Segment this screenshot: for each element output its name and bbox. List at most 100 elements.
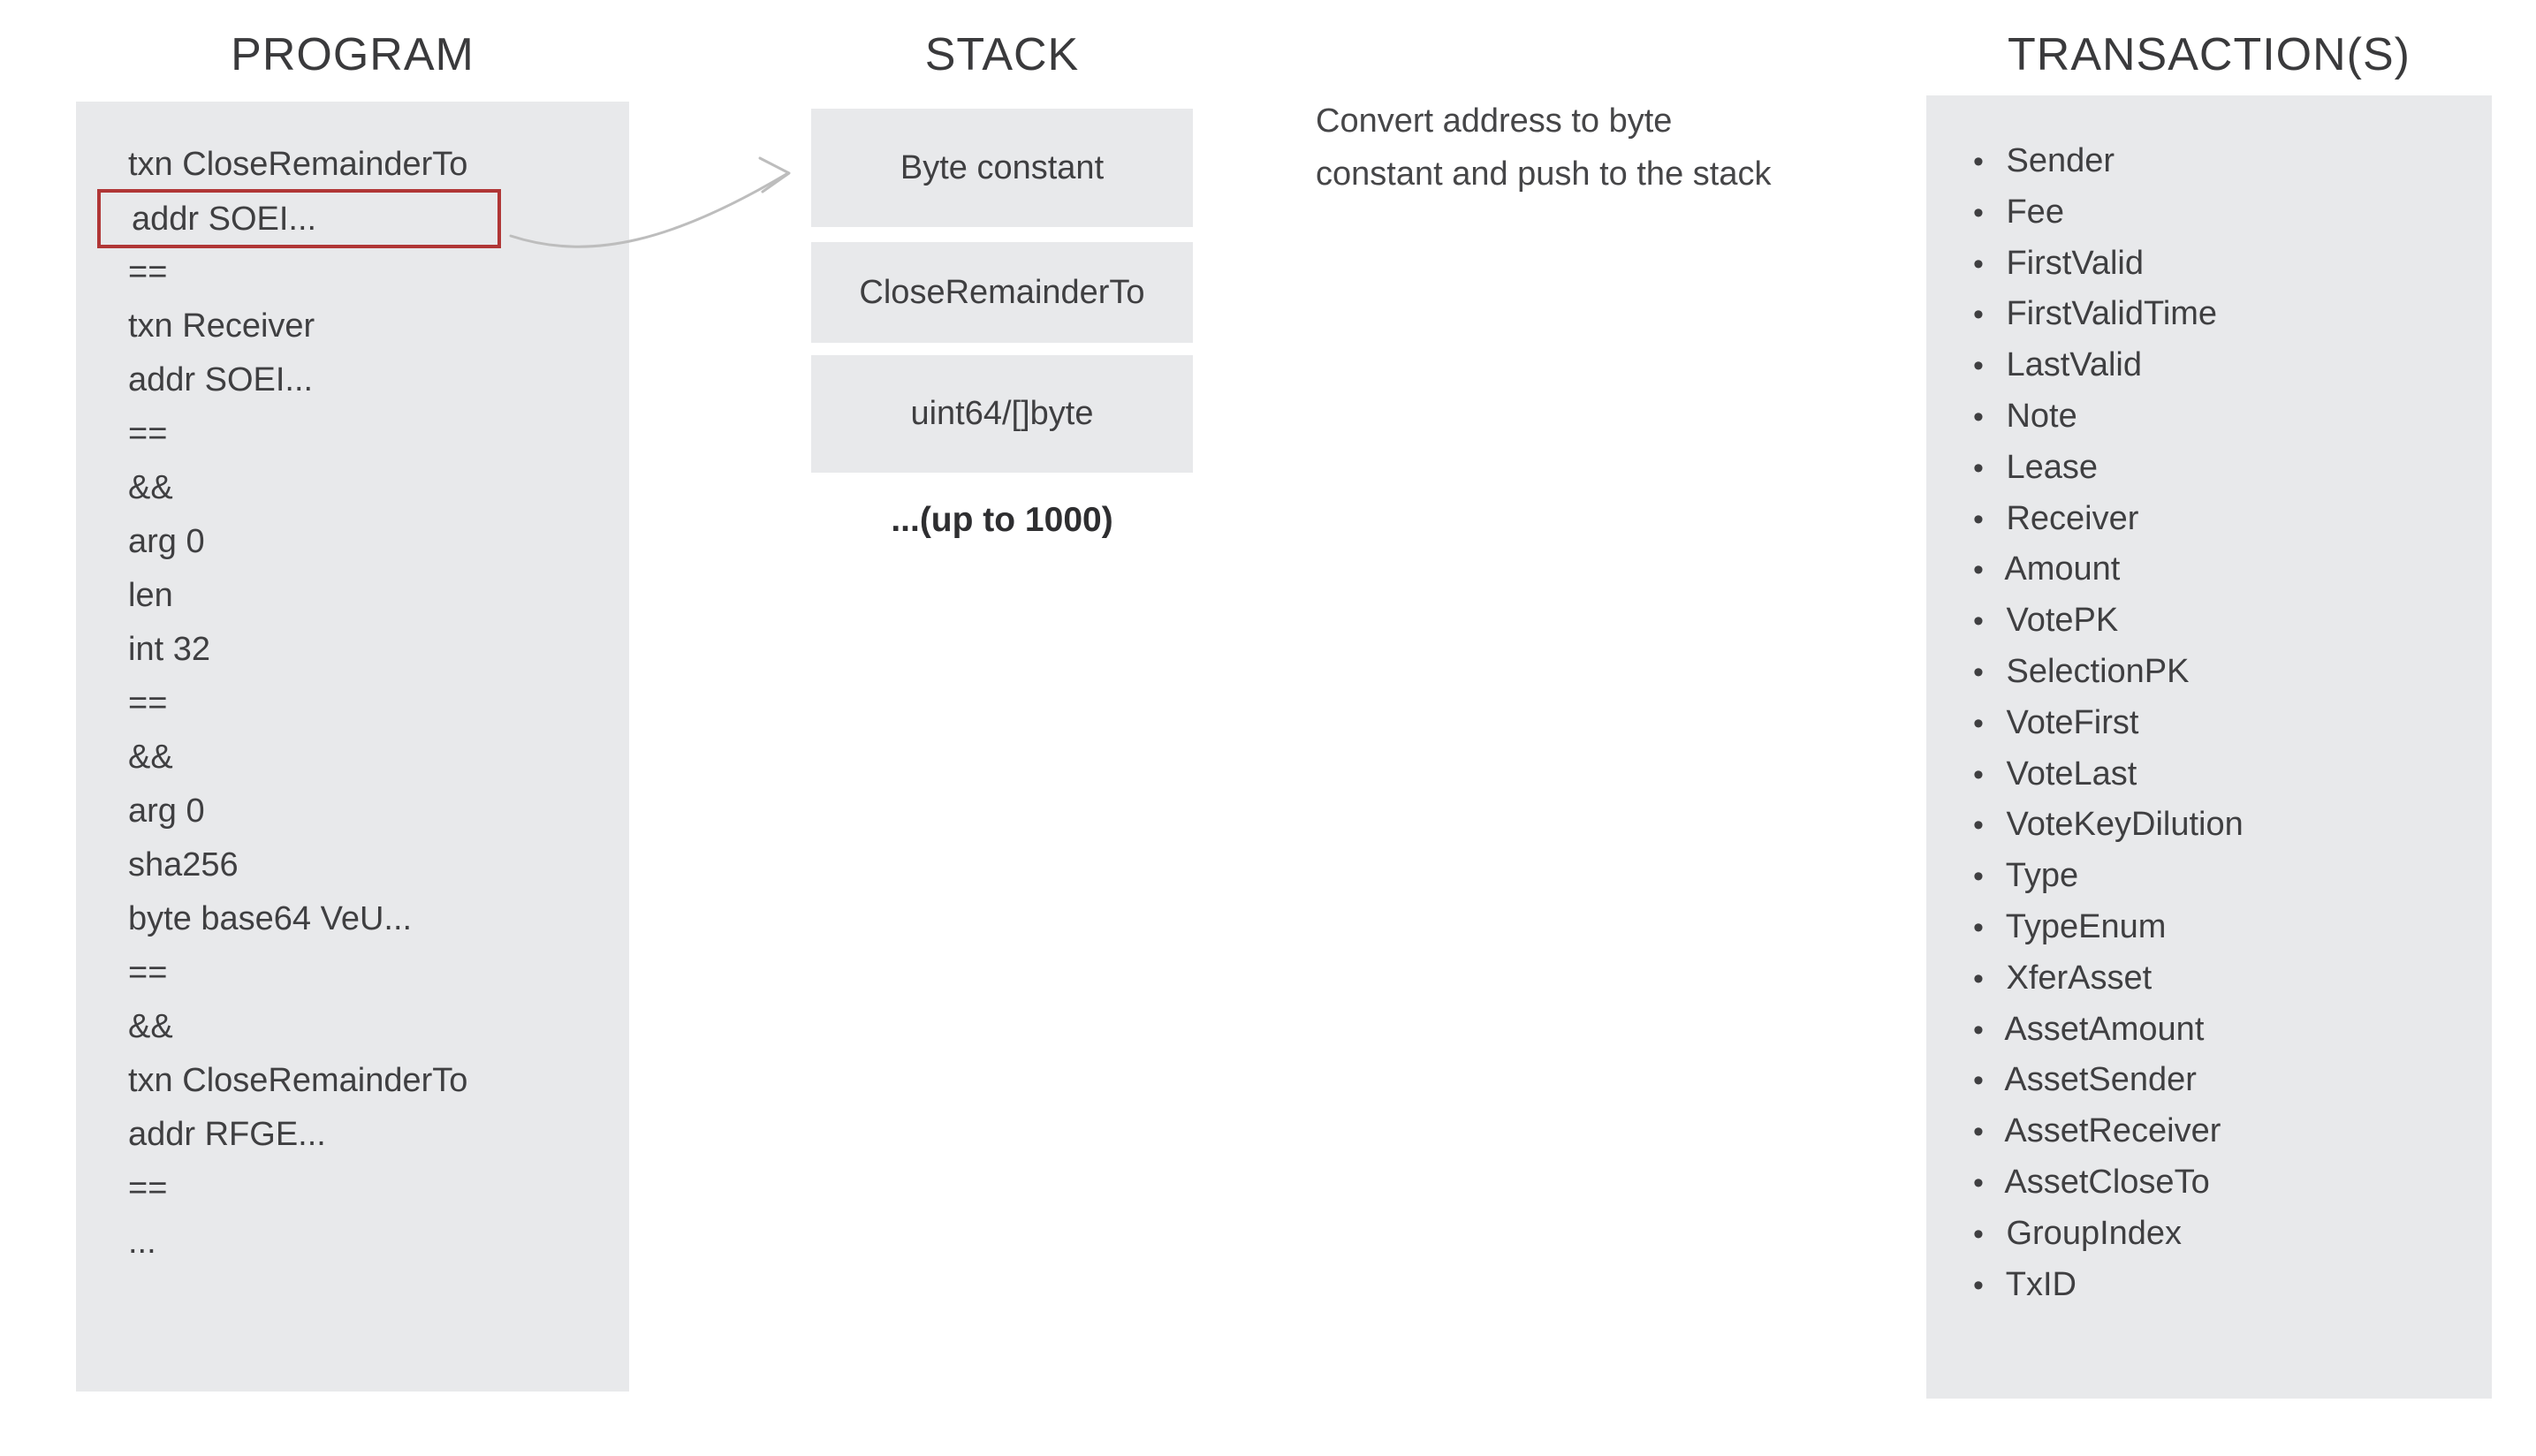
annotation-line-2: constant and push to the stack — [1316, 155, 1772, 193]
transaction-field: • AssetSender — [1973, 1055, 2468, 1106]
bullet-icon: • — [1973, 399, 1984, 434]
program-code-line: && — [128, 739, 173, 776]
transaction-field: • Type — [1973, 851, 2468, 902]
stack-item: uint64/[]byte — [811, 355, 1193, 473]
transaction-field: • Lease — [1973, 443, 2468, 494]
transaction-field: • VoteLast — [1973, 749, 2468, 800]
program-code-line: addr RFGE... — [128, 1116, 326, 1153]
bullet-icon: • — [1973, 349, 1984, 383]
transaction-field: • FirstValidTime — [1973, 289, 2468, 340]
transaction-field-label: AssetCloseTo — [2004, 1163, 2210, 1201]
transaction-field-label: TypeEnum — [2005, 907, 2167, 945]
bullet-icon: • — [1973, 808, 1984, 843]
program-column-title: PROGRAM — [231, 29, 475, 80]
transaction-field: • XferAsset — [1973, 953, 2468, 1005]
transaction-field-label: VotePK — [2006, 602, 2119, 640]
program-code-line: addr SOEI... — [128, 361, 314, 398]
bullet-icon: • — [1973, 246, 1984, 281]
stack-capacity-note: ...(up to 1000) — [891, 501, 1113, 539]
transaction-field: • Receiver — [1973, 494, 2468, 545]
transaction-field: • FirstValid — [1973, 239, 2468, 290]
transaction-field-label: XferAsset — [2006, 959, 2153, 997]
program-box — [76, 102, 629, 1392]
transaction-field-label: Amount — [2004, 550, 2121, 588]
transaction-field: • TxID — [1973, 1260, 2468, 1311]
program-code-line: arg 0 — [128, 792, 205, 830]
program-code-line: sha256 — [128, 846, 239, 883]
transaction-field: • Note — [1973, 391, 2468, 443]
transaction-field-list: • Sender • Fee • FirstValid • FirstValid… — [1973, 136, 2468, 1310]
bullet-icon: • — [1973, 655, 1984, 689]
transaction-field-label: AssetReceiver — [2004, 1112, 2221, 1150]
annotation-line-1: Convert address to byte — [1316, 102, 1673, 140]
bullet-icon: • — [1973, 451, 1984, 485]
transaction-field-label: Note — [2006, 397, 2077, 435]
transaction-field-label: AssetSender — [2004, 1061, 2197, 1099]
program-code-line: txn CloseRemainderTo — [128, 1062, 468, 1099]
bullet-icon: • — [1973, 757, 1984, 792]
bullet-icon: • — [1973, 298, 1984, 332]
program-code-line: == — [128, 954, 168, 991]
bullet-icon: • — [1973, 910, 1984, 944]
bullet-icon: • — [1973, 553, 1984, 588]
transactions-column-title: TRANSACTION(S) — [2008, 29, 2411, 80]
program-code-line: == — [128, 685, 168, 722]
transaction-field-label: Fee — [2006, 193, 2064, 231]
bullet-icon: • — [1973, 1165, 1984, 1200]
transaction-field-label: LastValid — [2006, 346, 2142, 384]
transaction-field-label: FirstValidTime — [2006, 295, 2218, 333]
transaction-field: • Fee — [1973, 187, 2468, 239]
program-code-line: && — [128, 469, 173, 506]
program-code-line: == — [128, 254, 168, 291]
transaction-field: • GroupIndex — [1973, 1209, 2468, 1260]
bullet-icon: • — [1973, 860, 1984, 894]
bullet-icon: • — [1973, 502, 1984, 536]
transaction-field-label: VoteKeyDilution — [2006, 806, 2244, 844]
program-code-list: txn CloseRemainderTo addr SOEI... == txn Re… — [97, 138, 592, 1270]
bullet-icon: • — [1973, 195, 1984, 230]
transaction-field: • TypeEnum — [1973, 902, 2468, 953]
transaction-field: • AssetAmount — [1973, 1005, 2468, 1056]
transaction-field-label: AssetAmount — [2004, 1010, 2205, 1048]
program-code-line: len — [128, 577, 173, 614]
transaction-field: • AssetReceiver — [1973, 1106, 2468, 1157]
program-code-line: addr SOEI... — [97, 189, 501, 248]
transaction-field: • Sender — [1973, 136, 2468, 187]
bullet-icon: • — [1973, 1115, 1984, 1149]
program-code-line: arg 0 — [128, 523, 205, 560]
program-code-line: == — [128, 415, 168, 452]
transaction-field-label: Receiver — [2006, 499, 2139, 537]
program-code-line: txn CloseRemainderTo — [128, 146, 468, 183]
bullet-icon: • — [1973, 1217, 1984, 1251]
transaction-field: • SelectionPK — [1973, 647, 2468, 698]
transaction-field-label: SelectionPK — [2006, 652, 2190, 690]
annotation-text: Convert address to byte constant and pus… — [1316, 95, 1771, 201]
transaction-field: • VotePK — [1973, 595, 2468, 647]
transaction-field: • VoteFirst — [1973, 698, 2468, 749]
bullet-icon: • — [1973, 961, 1984, 996]
bullet-icon: • — [1973, 706, 1984, 740]
program-code-line: && — [128, 1008, 173, 1045]
transaction-field-label: VoteLast — [2006, 755, 2137, 792]
bullet-icon: • — [1973, 1268, 1984, 1302]
transaction-field-label: TxID — [2005, 1265, 2077, 1303]
program-code-line: txn Receiver — [128, 307, 315, 345]
stack-column-title: STACK — [924, 29, 1080, 80]
transaction-field: • LastValid — [1973, 340, 2468, 391]
transaction-field-label: FirstValid — [2006, 244, 2145, 282]
stack-item: Byte constant — [811, 109, 1193, 227]
program-code-line: byte base64 VeU... — [128, 900, 413, 937]
transaction-field-label: VoteFirst — [2006, 703, 2139, 741]
transaction-field: • VoteKeyDilution — [1973, 800, 2468, 851]
bullet-icon: • — [1973, 1012, 1984, 1047]
transaction-field-label: Lease — [2006, 448, 2099, 486]
bullet-icon: • — [1973, 145, 1984, 178]
program-code-line: int 32 — [128, 631, 210, 668]
program-code-line: == — [128, 1170, 168, 1207]
transaction-field: • AssetCloseTo — [1973, 1157, 2468, 1209]
transaction-field-label: GroupIndex — [2006, 1214, 2183, 1252]
program-code-line: ... — [128, 1224, 156, 1261]
bullet-icon: • — [1973, 1064, 1984, 1098]
